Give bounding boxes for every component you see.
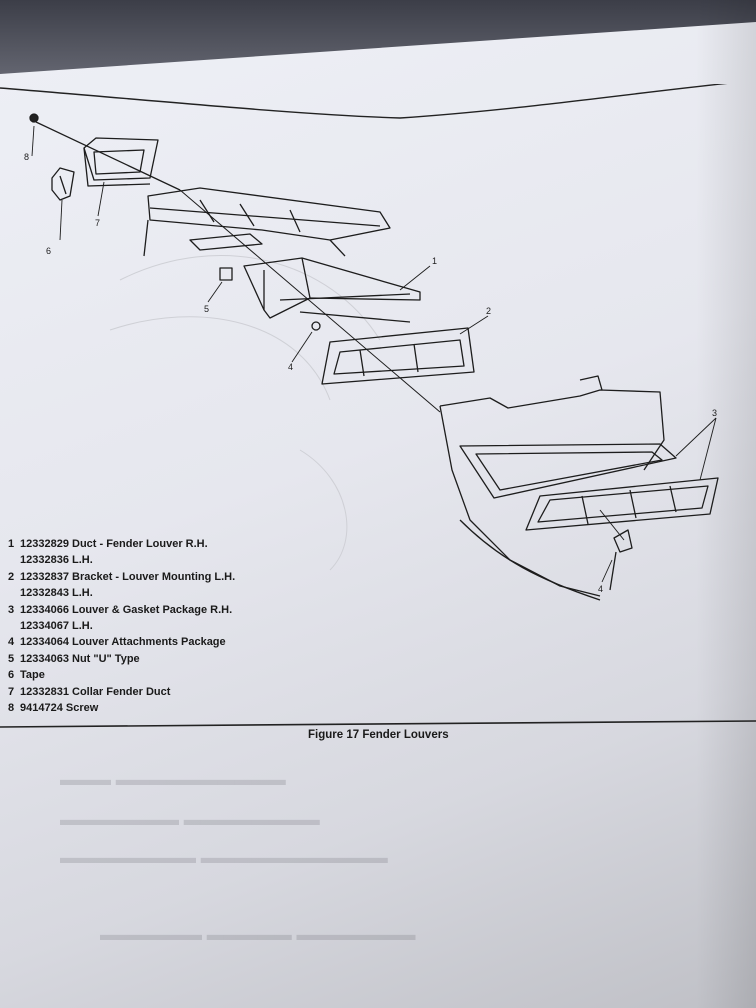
callout-8: 8 <box>24 152 29 162</box>
fender-upper-panel <box>143 187 391 257</box>
bleed-through-text: ▬▬▬▬▬▬▬▬ ▬▬▬▬▬▬▬▬▬▬▬ <box>60 848 388 867</box>
collar-part-7 <box>83 137 159 187</box>
callout-2: 2 <box>486 306 491 316</box>
bleed-through-text: ▬▬▬ ▬▬▬▬▬▬▬▬▬▬ <box>60 770 286 789</box>
fender-lower-body <box>439 375 665 601</box>
bracket-part-2 <box>321 327 475 385</box>
parts-list-subitem: 12332836 L.H. <box>20 554 93 567</box>
figure-caption: Figure 17 Fender Louvers <box>308 729 449 741</box>
callout-7: 7 <box>95 218 100 228</box>
callout-5: 5 <box>204 304 209 314</box>
callout-4-lower: 4 <box>598 584 603 594</box>
duct-part-1 <box>243 257 421 323</box>
screw-part-8 <box>29 113 39 123</box>
bleed-through-text: ▬▬▬▬▬▬ ▬▬▬▬▬ ▬▬▬▬▬▬▬ <box>100 925 416 944</box>
parts-list-subitem: 12334067 L.H. <box>20 620 93 633</box>
screw-part-4 <box>609 529 633 591</box>
callout-6: 6 <box>46 246 51 256</box>
callout-1: 1 <box>432 256 437 266</box>
exploded-view-drawing: 1 2 3 4 4 5 6 7 8 <box>0 84 756 728</box>
nut-part-4 <box>311 321 321 331</box>
callout-3: 3 <box>712 408 717 418</box>
louver-part-3 <box>459 443 719 531</box>
bracket-part-5 <box>189 233 263 281</box>
page-shadow <box>696 0 756 1008</box>
parts-list-subitem: 12332843 L.H. <box>20 587 93 600</box>
callout-4-upper: 4 <box>288 362 293 372</box>
tape-part-6 <box>51 167 75 201</box>
bleed-through-text: ▬▬▬▬▬▬▬ ▬▬▬▬▬▬▬▬ <box>60 810 320 829</box>
